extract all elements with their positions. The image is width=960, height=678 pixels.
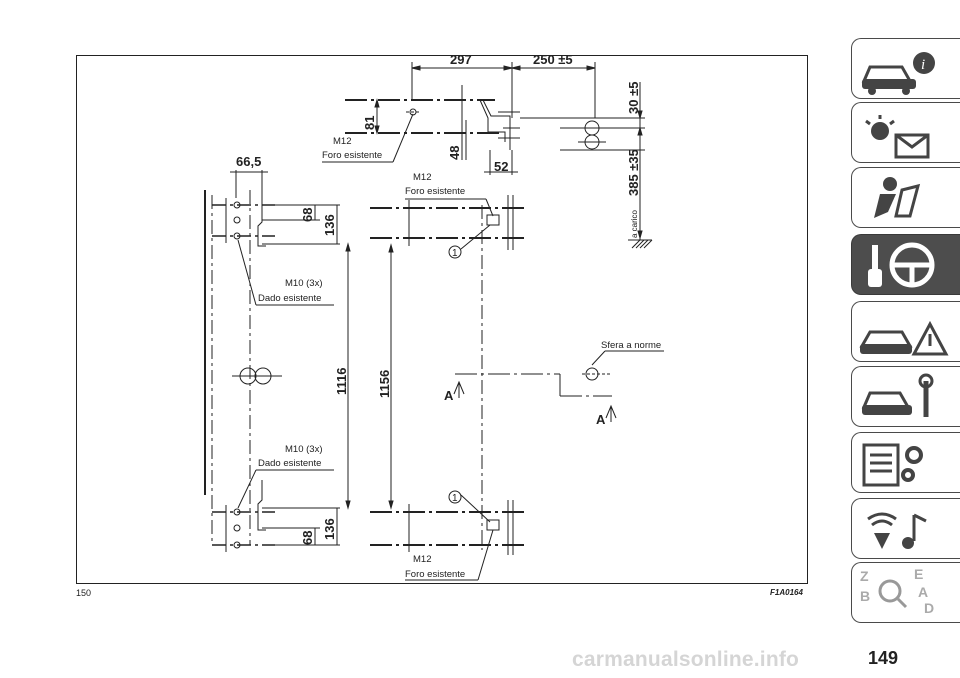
dim-68-bottom: 68 — [300, 531, 315, 545]
key-steering-wheel-icon — [868, 242, 935, 288]
watermark: carmanualsonline.info — [572, 648, 800, 671]
dim-1116: 1116 — [334, 368, 349, 396]
dim-68-top: 68 — [300, 208, 315, 222]
car-info-icon: i — [861, 52, 935, 95]
svg-text:A: A — [918, 584, 928, 600]
dashboard-warning-icon — [865, 115, 930, 159]
audio-music-icon — [867, 512, 927, 549]
tab-technical-data[interactable] — [851, 432, 960, 493]
tab-index[interactable]: Z E A B D — [851, 562, 960, 623]
tab-warnings[interactable] — [851, 301, 960, 362]
callout-1-top: 1 — [452, 248, 458, 259]
section-a-left: A — [444, 388, 454, 403]
car-warning-triangle-icon — [859, 320, 949, 356]
m10-label-bottom: M10 (3x) — [285, 444, 322, 455]
dim-1156: 1156 — [377, 370, 392, 398]
tab-maintenance[interactable] — [851, 366, 960, 427]
foro-label-mid: Foro esistente — [405, 186, 465, 197]
seat-airbag-icon — [874, 177, 921, 218]
dado-label-bottom: Dado esistente — [258, 458, 321, 469]
figure-code: F1A0164 — [770, 588, 803, 597]
tab-starting-driving[interactable] — [851, 234, 960, 295]
tab-multimedia[interactable] — [851, 498, 960, 559]
section-a-right: A — [596, 412, 606, 427]
tab-car-info[interactable]: i — [851, 38, 960, 99]
figure-frame — [76, 55, 808, 584]
side-view — [322, 62, 653, 249]
car-wrench-icon — [861, 373, 934, 417]
dim-81: 81 — [362, 116, 377, 130]
svg-text:B: B — [860, 588, 870, 604]
tab-dashboard-warning[interactable] — [851, 102, 960, 163]
page-number: 149 — [868, 648, 899, 668]
callout-1-bottom: 1 — [452, 493, 458, 504]
carico-label: a carico — [630, 209, 639, 238]
alphabet-index-icon: Z E A B D — [860, 566, 934, 616]
m12-label-bottom: M12 — [413, 554, 431, 565]
svg-text:D: D — [924, 600, 934, 616]
svg-text:Z: Z — [860, 568, 869, 584]
dim-48: 48 — [447, 146, 462, 160]
list-gears-icon — [862, 443, 923, 487]
dim-136-bottom: 136 — [322, 518, 337, 540]
svg-text:E: E — [914, 566, 923, 582]
dim-52: 52 — [494, 159, 508, 174]
footer-left-number: 150 — [76, 588, 92, 598]
foro-label-bottom: Foro esistente — [405, 569, 465, 580]
svg-text:i: i — [921, 57, 925, 73]
tab-seat-airbag[interactable] — [851, 167, 960, 228]
dim-297: 297 — [450, 52, 472, 67]
left-view — [204, 170, 351, 552]
dim-385: 385 ±35 — [626, 149, 641, 196]
foro-label-top: Foro esistente — [322, 150, 382, 161]
dim-66-5: 66,5 — [236, 154, 261, 169]
m12-label-mid: M12 — [413, 172, 431, 183]
dado-label-top: Dado esistente — [258, 293, 321, 304]
center-view — [370, 195, 664, 581]
m12-label-top: M12 — [333, 136, 351, 147]
dim-136-top: 136 — [322, 214, 337, 236]
dim-30: 30 ±5 — [626, 82, 641, 114]
sfera-label: Sfera a norme — [601, 340, 661, 351]
m10-label-top: M10 (3x) — [285, 278, 322, 289]
dim-250: 250 ±5 — [533, 52, 573, 67]
